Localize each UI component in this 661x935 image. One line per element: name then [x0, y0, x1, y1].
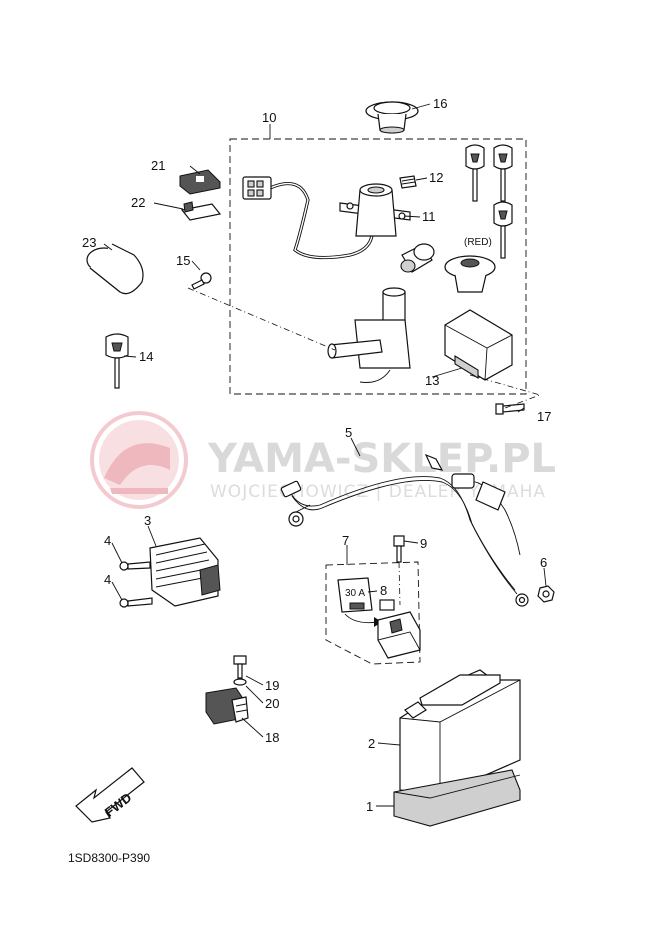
diagram-code: 1SD8300-P390 — [68, 851, 151, 865]
part-14-key — [105, 333, 129, 389]
part-20-washer — [233, 678, 247, 686]
red-key-label: (RED) — [464, 237, 492, 248]
callout-13: 13 — [425, 373, 439, 388]
callout-18: 18 — [265, 730, 279, 745]
callout-9: 9 — [420, 536, 427, 551]
part-6-nut — [537, 585, 555, 603]
leader-lines — [103, 103, 547, 807]
part-13-unit — [444, 309, 513, 381]
part-3-regulator — [149, 537, 221, 607]
callout-7: 7 — [342, 533, 349, 548]
watermark-logo — [90, 411, 188, 509]
callout-19: 19 — [265, 678, 279, 693]
callout-labels: 10 16 12 11 21 22 23 15 14 13 17 5 3 7 9… — [82, 96, 551, 814]
callout-23: 23 — [82, 235, 96, 250]
callout-14: 14 — [139, 349, 153, 364]
callout-11: 11 — [422, 209, 436, 224]
part-1-pad — [393, 769, 521, 827]
part-4-bolt-upper — [119, 561, 151, 571]
part-8-fuse — [337, 577, 373, 613]
fwd-arrow-icon — [75, 767, 145, 823]
callout-5: 5 — [345, 425, 352, 440]
part-22-holder — [180, 201, 222, 221]
relay-assembly — [377, 599, 421, 659]
callout-8: 8 — [380, 583, 387, 598]
lock-cylinder — [400, 243, 435, 273]
part-21-cover — [179, 169, 221, 195]
seat-lock-cap — [444, 255, 496, 293]
part-5-harness — [280, 453, 529, 607]
part-17-bolt — [495, 403, 525, 415]
callout-10: 10 — [262, 110, 276, 125]
part-19-bolt — [233, 655, 247, 679]
callout-12: 12 — [429, 170, 443, 185]
callout-3: 3 — [144, 513, 151, 528]
callout-21: 21 — [151, 158, 165, 173]
part-23-sleeve — [86, 243, 144, 295]
watermark-title: YAMA-SKLEP.PL — [207, 436, 556, 482]
part-18-relay — [205, 687, 249, 725]
part-11-switch — [242, 176, 411, 260]
callout-2: 2 — [368, 736, 375, 751]
callout-22: 22 — [131, 195, 145, 210]
callout-4-upper: 4 — [104, 533, 111, 548]
callout-17: 17 — [537, 409, 551, 424]
key-set — [465, 144, 513, 259]
fuse-label: 30 A — [345, 588, 365, 599]
callout-1: 1 — [366, 799, 373, 814]
group-box-10 — [229, 138, 527, 395]
part-16-cap — [365, 101, 419, 134]
steering-lock — [327, 287, 411, 383]
callout-4-lower: 4 — [104, 572, 111, 587]
callout-20: 20 — [265, 696, 279, 711]
part-15-bolt — [191, 272, 212, 290]
part-9-bolt — [393, 535, 405, 563]
part-12-screw — [399, 175, 417, 189]
callout-6: 6 — [540, 555, 547, 570]
callout-16: 16 — [433, 96, 447, 111]
part-2-battery — [399, 669, 521, 796]
callout-15: 15 — [176, 253, 190, 268]
part-4-bolt-lower — [119, 597, 153, 608]
